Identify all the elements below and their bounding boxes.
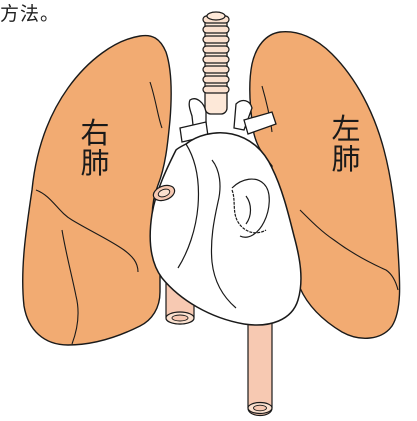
right-lung xyxy=(23,36,171,345)
trachea xyxy=(203,12,229,114)
left-lung-label-char-2: 肺 xyxy=(329,144,363,174)
left-lung-label-char-1: 左 xyxy=(329,114,363,144)
right-lung-label: 右 肺 xyxy=(78,118,112,178)
left-lung-label: 左 肺 xyxy=(329,114,363,174)
right-lung-label-char-2: 肺 xyxy=(78,148,112,178)
right-lung-label-char-1: 右 xyxy=(78,118,112,148)
